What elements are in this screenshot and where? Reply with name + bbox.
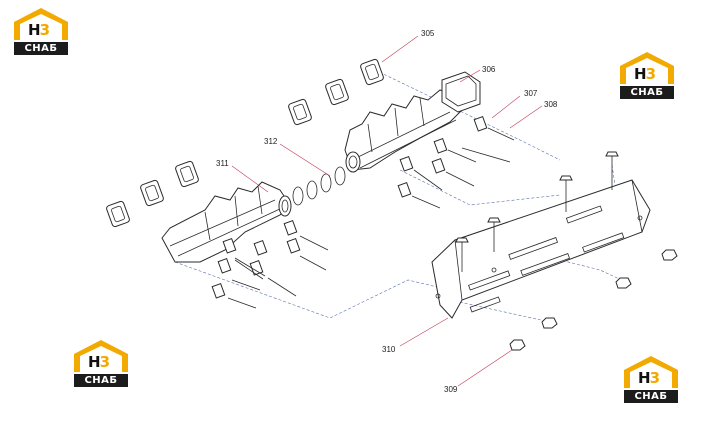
logo-mark: H3 <box>88 353 110 371</box>
callout-305: 305 <box>421 29 435 38</box>
brand-logo-bottom-left: H3 СНАБ <box>72 338 130 388</box>
logo-house-icon <box>624 356 678 388</box>
studs-and-nuts <box>455 151 678 351</box>
heat-shield-bracket <box>431 179 651 319</box>
brand-logo-top-right: H3 СНАБ <box>618 50 676 100</box>
callout-306: 306 <box>482 65 496 74</box>
logo-mark: H3 <box>28 21 50 39</box>
seal-rings <box>292 166 346 206</box>
exhaust-manifold-rear <box>344 89 463 173</box>
exhaust-manifold-front <box>161 181 292 263</box>
logo-mark: H3 <box>638 369 660 387</box>
callout-310: 310 <box>382 345 396 354</box>
leader-lines <box>231 35 543 387</box>
logo-brand-text: СНАБ <box>74 374 128 387</box>
callouts: 305 306 307 308 312 311 310 309 <box>216 29 558 394</box>
logo-house-icon <box>620 52 674 84</box>
callout-308: 308 <box>544 100 558 109</box>
brand-logo-bottom-right: H3 СНАБ <box>622 354 680 404</box>
logo-mark: H3 <box>634 65 656 83</box>
outlet-flange <box>441 71 481 113</box>
bolts-front <box>211 220 329 309</box>
gasket-group-right <box>288 58 384 126</box>
logo-brand-text: СНАБ <box>14 42 68 55</box>
brand-logo-top-left: H3 СНАБ <box>12 6 70 56</box>
callout-307: 307 <box>524 89 538 98</box>
callout-309: 309 <box>444 385 458 394</box>
logo-brand-text: СНАБ <box>620 86 674 99</box>
logo-brand-text: СНАБ <box>624 390 678 403</box>
callout-312: 312 <box>264 137 278 146</box>
gasket-group-left <box>106 160 199 228</box>
bolts-rear <box>397 116 515 209</box>
callout-311: 311 <box>216 159 229 168</box>
logo-house-icon <box>14 8 68 40</box>
logo-house-icon <box>74 340 128 372</box>
